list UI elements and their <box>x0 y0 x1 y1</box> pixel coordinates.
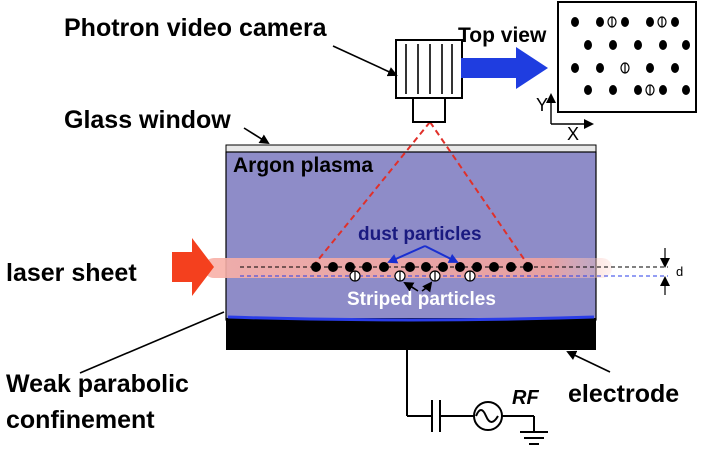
confinement-label-line2: confinement <box>6 406 155 434</box>
video-camera-icon <box>395 39 463 123</box>
top-view-label: Top view <box>458 24 547 47</box>
camera-label: Photron video camera <box>64 14 328 42</box>
separation-label: d <box>676 264 683 279</box>
rf-label: RF <box>512 387 539 409</box>
dust-pointer-arrow <box>424 245 459 263</box>
dust-pointer-arrow <box>387 245 426 264</box>
dust-particle <box>405 262 415 272</box>
dust-particle <box>311 262 321 272</box>
dust-particle <box>421 262 431 272</box>
striped-particles <box>349 270 476 282</box>
laser-sheet-label: laser sheet <box>6 259 137 287</box>
electrode-pointer-arrow <box>566 350 611 373</box>
xy-axes <box>546 93 594 129</box>
striped-particle <box>349 270 361 282</box>
striped-particles-label: Striped particles <box>347 289 496 310</box>
top-view-particles <box>571 17 690 95</box>
electrode-plate <box>226 318 596 350</box>
dust-particle <box>345 262 355 272</box>
ac-source-icon <box>473 401 503 431</box>
striped-pointer-arrow <box>421 281 433 293</box>
view-line-left <box>313 121 431 266</box>
dust-particle <box>489 262 499 272</box>
glass-pointer-arrow <box>243 127 270 145</box>
dust-particle <box>328 262 338 272</box>
confinement-pointer <box>79 311 225 374</box>
top-view-arrow <box>461 47 548 89</box>
argon-plasma-label: Argon plasma <box>233 154 373 177</box>
laser-arrow <box>172 238 214 296</box>
striped-particle <box>394 270 406 282</box>
top-view-inset <box>557 1 697 113</box>
capacitor-icon <box>431 400 441 432</box>
dust-particles <box>311 262 533 272</box>
dust-particles-label: dust particles <box>358 224 482 245</box>
striped-particle <box>464 270 476 282</box>
dust-particle <box>455 262 465 272</box>
rf-circuit <box>406 350 548 445</box>
dust-particle <box>379 262 389 272</box>
argon-plasma-region <box>225 151 597 321</box>
striped-particle <box>429 270 441 282</box>
dust-particle <box>472 262 482 272</box>
dust-particle <box>362 262 372 272</box>
dust-particle <box>506 262 516 272</box>
ground-icon <box>520 431 548 445</box>
view-line-right <box>429 121 529 266</box>
striped-pointer-arrow <box>403 282 419 292</box>
electrode-label: electrode <box>568 380 679 408</box>
camera-pointer-arrow <box>332 45 398 77</box>
axis-y-label: Y <box>536 95 548 115</box>
top-view-striped <box>607 16 667 96</box>
dust-particle <box>438 262 448 272</box>
dust-particle <box>523 262 533 272</box>
axis-x-label: X <box>567 124 579 144</box>
glass-window-label: Glass window <box>64 106 231 134</box>
confinement-label-line1: Weak parabolic <box>6 370 189 398</box>
parabolic-confinement-curve <box>227 315 595 322</box>
